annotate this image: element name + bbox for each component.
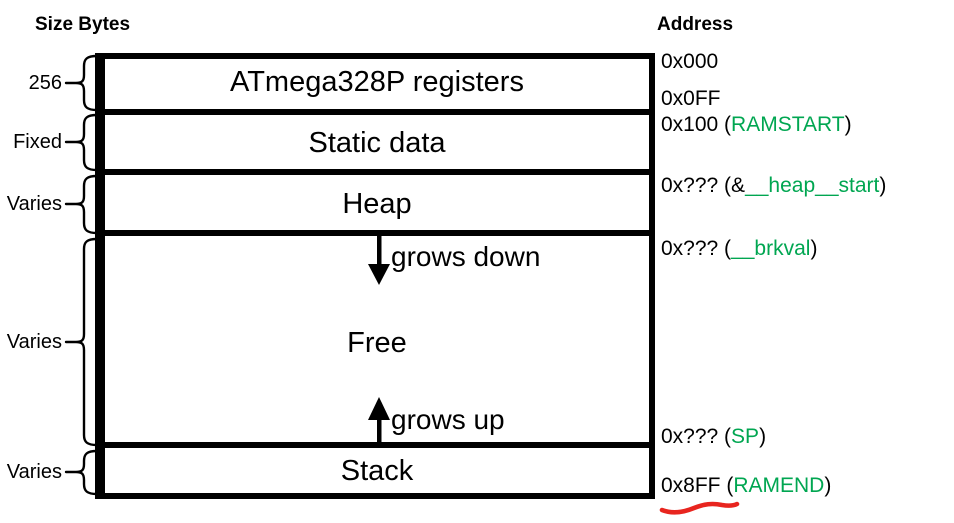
size-bytes-header: Size Bytes [35,14,131,35]
red-underline-annotation [659,501,740,515]
address-symbol: __heap__start [745,174,880,197]
size-braces [64,54,99,496]
brace-heap [64,174,99,235]
size-label-free: Varies [6,331,62,353]
region-label-free: Free [347,327,407,359]
divider-heap-free [105,230,649,236]
brace-registers [64,54,99,112]
brace-stack [64,449,99,496]
address-heap-start: 0x??? (&__heap__start) [661,174,886,198]
address-text: 0x??? ( [661,237,732,260]
region-label-heap: Heap [342,188,412,220]
divider-registers-static [105,109,649,115]
address-0x000: 0x000 [661,50,718,74]
size-label-static-data: Fixed [13,131,62,153]
address-suffix: ) [879,174,887,197]
brace-static-data [64,113,99,172]
grows-up-arrow-icon [368,397,390,448]
address-text: 0x0FF [661,87,721,110]
region-label-static-data: Static data [308,127,446,159]
address-suffix: ) [810,237,818,260]
address-symbol: __brkval [731,237,811,260]
address-header: Address [657,14,734,35]
address-ramend: 0x8FF (RAMEND) [661,474,831,498]
grows-down-arrow-icon [368,235,390,285]
address-text: 0x??? ( [661,425,732,448]
address-suffix: ) [824,474,832,497]
size-label-registers: 256 [28,72,62,94]
address-symbol: RAMEND [733,474,825,497]
address-suffix: ) [759,425,767,448]
region-label-stack: Stack [340,455,414,487]
size-label-stack: Varies [6,461,62,483]
address-text: 0x100 ( [661,113,732,136]
address-symbol: RAMSTART [731,113,845,136]
address-ramstart: 0x100 (RAMSTART) [661,113,852,137]
address-text: 0x000 [661,50,719,73]
brace-free [64,237,99,447]
address-sp: 0x??? (SP) [661,425,766,449]
address-brkval: 0x??? (__brkval) [661,237,817,261]
address-0x0ff: 0x0FF [661,87,721,111]
grows-down-label: grows down [391,241,541,272]
grows-up-label: grows up [391,404,505,435]
region-label-registers: ATmega328P registers [230,66,524,98]
divider-static-heap [105,169,649,175]
size-label-heap: Varies [6,193,62,215]
address-text: 0x??? (& [661,174,746,197]
address-suffix: ) [844,113,852,136]
address-symbol: SP [731,425,760,448]
address-text: 0x8FF ( [661,474,734,497]
